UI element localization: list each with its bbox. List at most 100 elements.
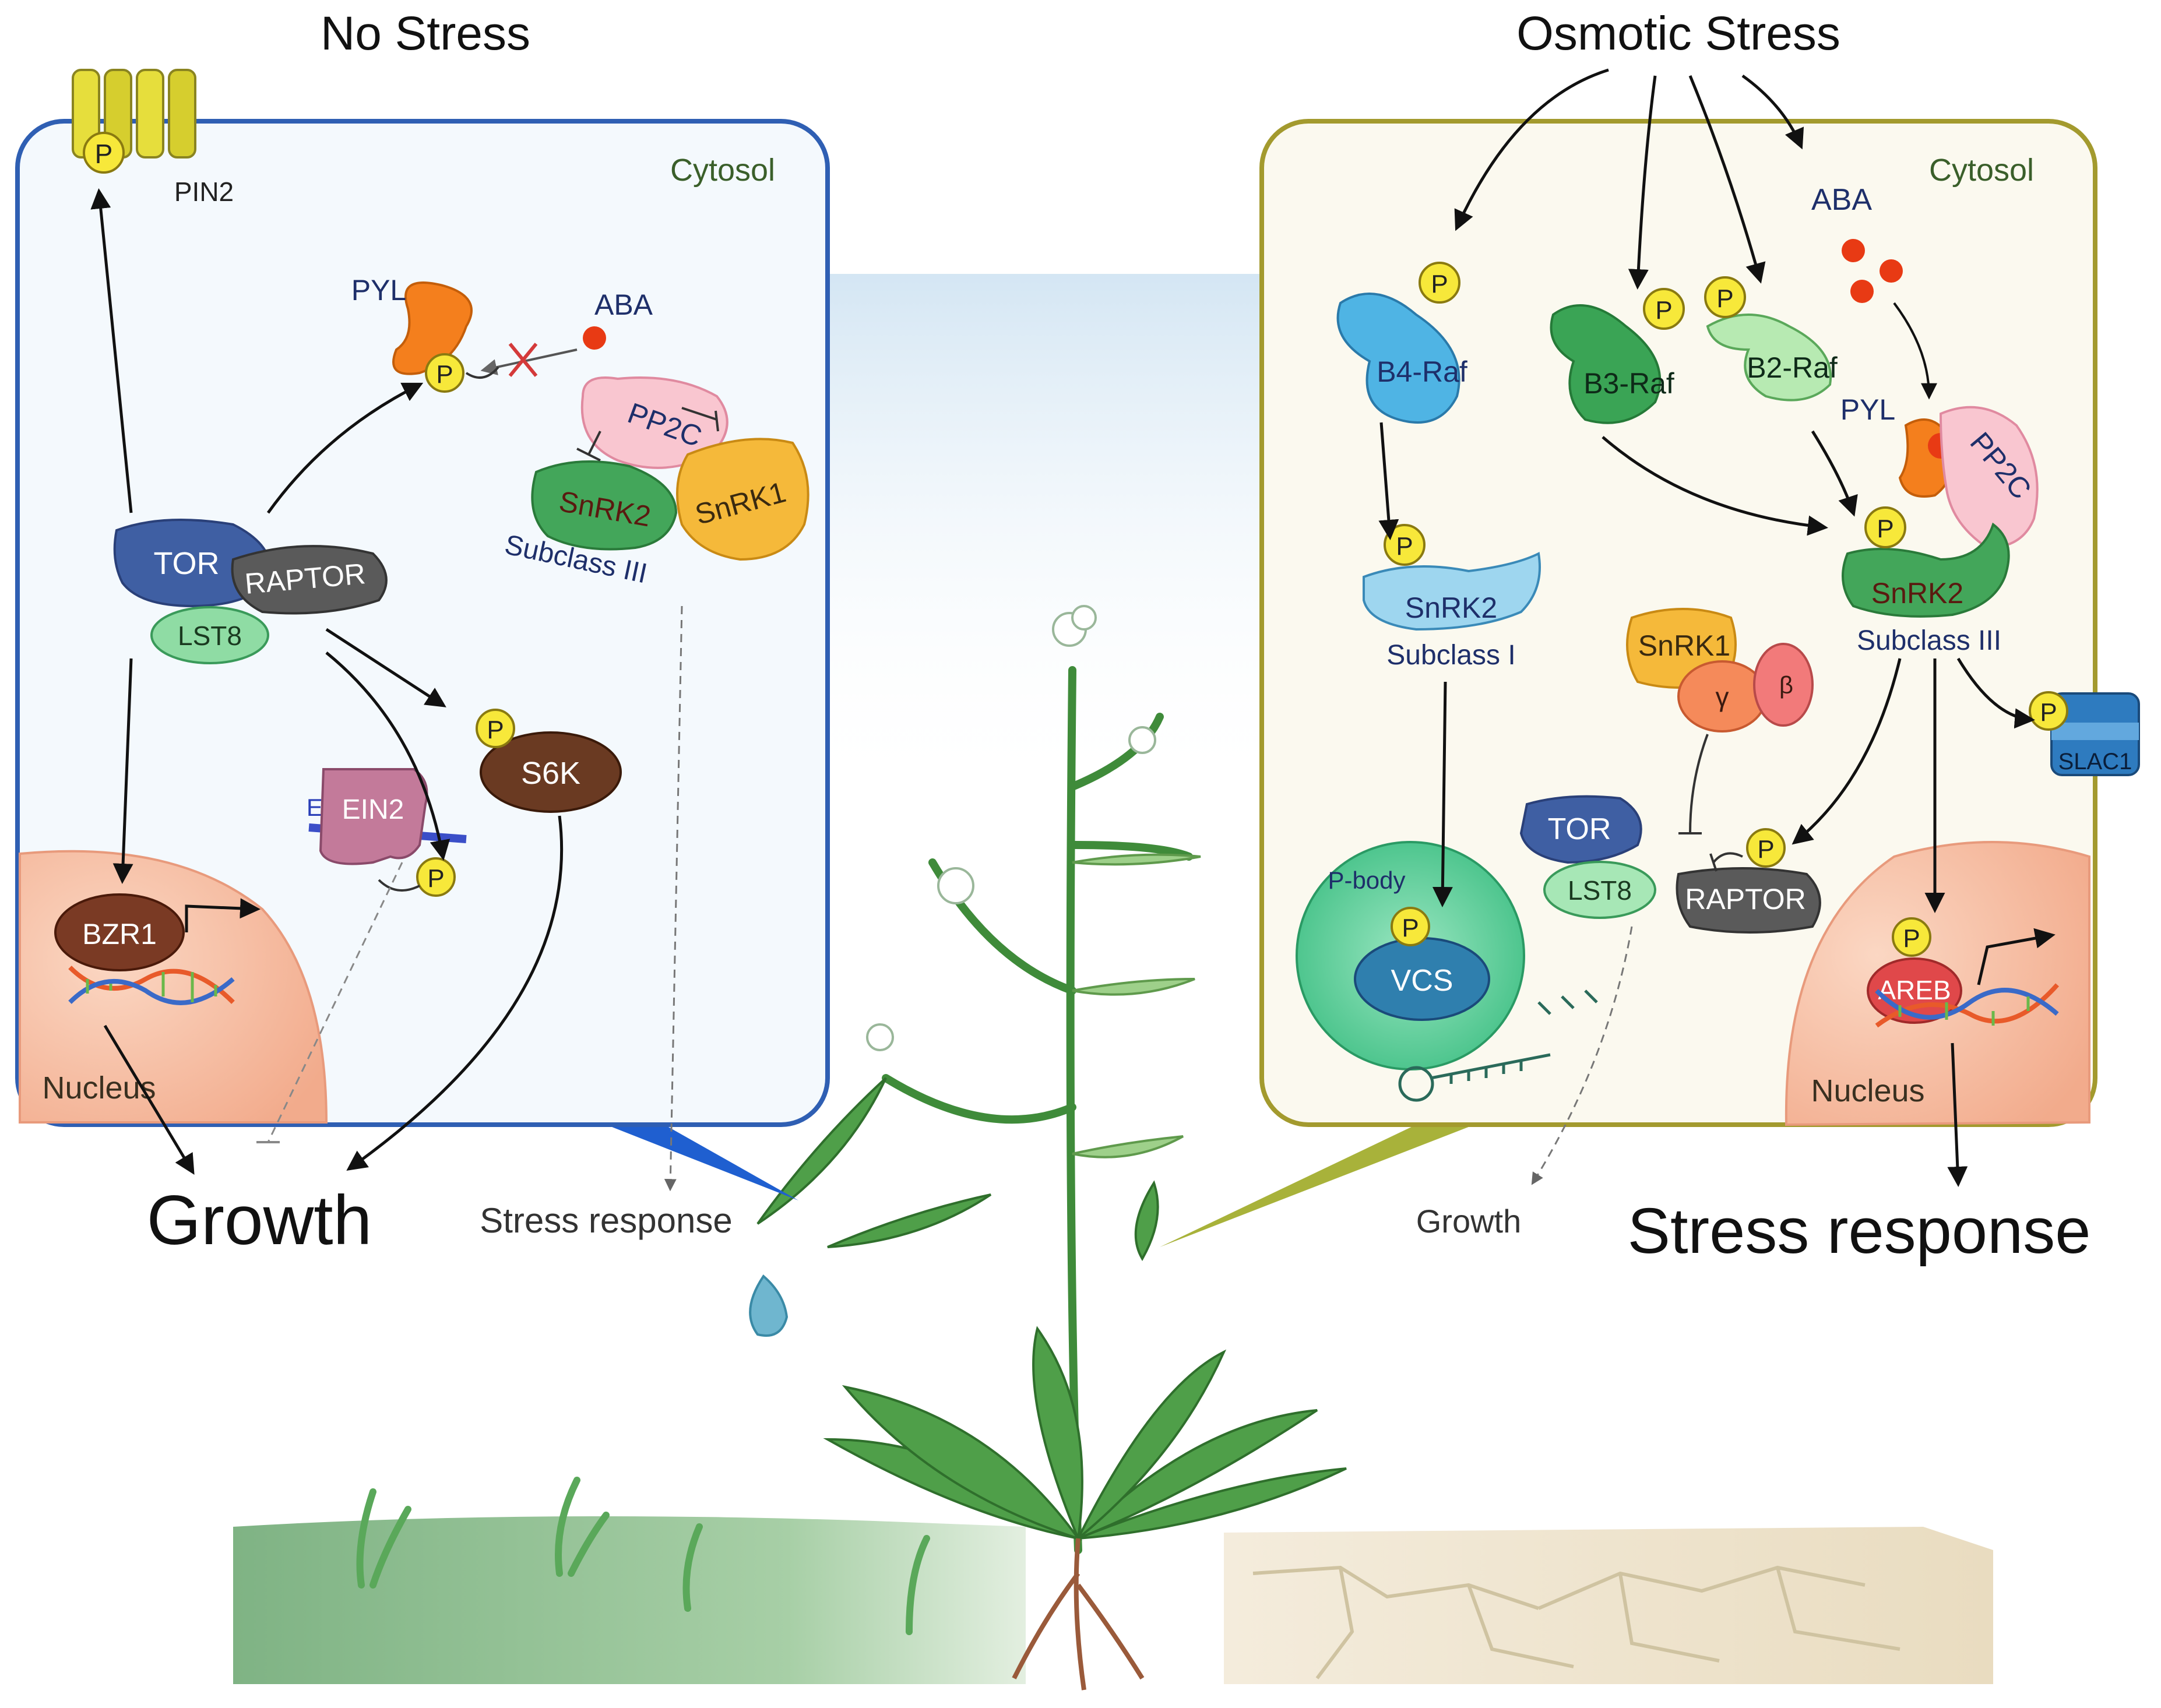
right-pathway-arrows	[1378, 422, 2035, 1187]
stress-to-b4raf-arrow	[1454, 68, 1609, 231]
p-body-label: P-body	[1328, 867, 1405, 894]
raptor-left	[231, 545, 388, 615]
right-nucleus-label: Nucleus	[1811, 1073, 1924, 1108]
output-stress-response-left: Stress response	[480, 1201, 733, 1240]
raptor-phosphate	[1746, 828, 1786, 868]
slac1-phosphate-label: P	[2040, 698, 2057, 727]
raptor-label-right: RAPTOR	[1685, 883, 1805, 915]
dna-helix-right	[1875, 983, 2059, 1028]
tor-label-left: TOR	[153, 546, 219, 581]
snrk1-beta-subunit	[1753, 643, 1814, 727]
stress-to-aba-arrow	[1741, 74, 1804, 150]
output-stress-response-right: Stress response	[1628, 1195, 2091, 1267]
dna-helix-left	[68, 966, 235, 1005]
left-pathway-arrows	[90, 188, 564, 1175]
aba-to-pyl-arrow	[480, 348, 578, 375]
bzr1-to-growth-arrow	[103, 1024, 195, 1175]
grass-blades	[356, 1477, 930, 1635]
b2-raf-phosphate	[1704, 276, 1746, 318]
snrk2-iii-phosphate-label: P	[1877, 515, 1893, 543]
ein2-label: EIN2	[342, 794, 404, 825]
b2-raf-label: B2-Raf	[1747, 351, 1838, 384]
snrk1-label-right: SnRK1	[1638, 629, 1730, 662]
right-panel-osmotic-stress: Cytosol Nucleus ABA B4-Raf P B3-Raf P	[1259, 68, 2140, 1187]
lst8-label-left: LST8	[178, 621, 242, 651]
slac1-label: SLAC1	[2058, 749, 2132, 774]
moist-soil-ground	[233, 1516, 1026, 1684]
lst8-left	[150, 606, 269, 664]
background-scene	[233, 274, 1993, 1691]
aba-label-right: ABA	[1811, 183, 1872, 217]
pyl-phosphate-label: P	[436, 360, 453, 389]
b3-raf-kinase	[1550, 304, 1662, 424]
left-inhibition-marks	[378, 366, 719, 892]
snrk2-i-phosphate-label: P	[1396, 532, 1413, 561]
snrk1-kinase-left	[676, 438, 810, 561]
b4-raf-phosphate	[1419, 262, 1460, 304]
beta-label: β	[1779, 671, 1793, 699]
lst8-label-right: LST8	[1568, 875, 1632, 906]
b2-raf-phosphate-label: P	[1716, 284, 1733, 313]
left-nucleus-label: Nucleus	[42, 1070, 156, 1105]
snrk2-iii-label: SnRK2	[1871, 577, 1963, 610]
areb-transcription-arrow	[1977, 928, 2056, 985]
s6k-to-growth-arrow	[346, 815, 564, 1171]
bzr1-transcription-factor	[54, 893, 185, 971]
tor-to-bzr1-arrow	[112, 658, 133, 884]
plant-roots	[1012, 1538, 1145, 1691]
pp2c-phosphatase-left	[580, 376, 728, 469]
b4-raf-label: B4-Raf	[1377, 355, 1467, 388]
output-growth-right: Growth	[1416, 1203, 1522, 1239]
bzr1-label: BZR1	[82, 918, 157, 950]
left-cell-boundary	[15, 119, 830, 1127]
raptor-right	[1676, 867, 1821, 934]
heading-no-stress: No Stress	[321, 7, 530, 60]
snrk2-subclass-i	[1363, 552, 1541, 631]
snrk2-iii-phosphate	[1864, 506, 1906, 548]
right-callout-wedge	[1160, 1125, 1474, 1247]
b4-raf-kinase	[1336, 293, 1460, 424]
subclass-i-label: Subclass I	[1386, 640, 1515, 671]
areb-to-stress-response-arrow	[1947, 1043, 1968, 1187]
pin2-phosphate-label: P	[95, 139, 113, 169]
s6k-phosphate-label: P	[487, 716, 504, 744]
output-growth-left: Growth	[147, 1181, 372, 1259]
stress-to-b2raf-arrow	[1688, 75, 1766, 284]
heading-osmotic-stress: Osmotic Stress	[1516, 7, 1840, 60]
b3-raf-phosphate-label: P	[1655, 296, 1672, 325]
aba-to-pyl-arrow-right	[1893, 302, 1937, 400]
s6k-phosphate	[476, 709, 515, 748]
areb-phosphate	[1892, 917, 1931, 957]
b3-raf-label: B3-Raf	[1583, 367, 1674, 400]
snrk2iii-to-raptor-arrow	[1792, 658, 1902, 845]
aba-label-left: ABA	[594, 288, 653, 321]
right-cytosol-label: Cytosol	[1929, 153, 2034, 188]
b4raf-to-snrk2i-arrow	[1378, 422, 1399, 540]
stress-to-b3raf-arrow	[1628, 75, 1657, 290]
aba-molecule-left	[583, 326, 606, 350]
aba-molecules-right	[1842, 239, 1903, 303]
snrk2iii-to-slac1-arrow	[1956, 657, 2035, 729]
plant-leaves	[756, 1077, 1347, 1543]
ein2-phosphate-label: P	[427, 864, 444, 893]
left-callout-wedge	[606, 1125, 798, 1200]
pp2c-phosphatase-right	[1939, 406, 2039, 550]
lst8-right	[1543, 861, 1656, 919]
mrna-decay	[1398, 989, 1598, 1102]
water-drop	[749, 1274, 789, 1337]
ein2-protein	[319, 768, 428, 865]
b3raf-to-snrk2iii-arrow	[1602, 436, 1828, 536]
b2raf-to-snrk2iii-arrow	[1811, 430, 1858, 517]
tor-to-pin2-arrow	[90, 188, 133, 513]
pyl-label-left: PYL	[351, 274, 407, 307]
snrk2-i-label: SnRK2	[1405, 591, 1497, 624]
dry-cracked-soil	[1224, 1527, 1993, 1684]
tor-to-s6k-arrow	[325, 628, 446, 707]
pyl-phosphate	[425, 353, 464, 393]
right-inhibition-marks	[1678, 734, 1743, 872]
ein2-inhibits-growth-dashed	[267, 862, 403, 1143]
vcs-label: VCS	[1391, 964, 1453, 998]
stem-leaves	[1072, 853, 1201, 1158]
blocked-cross	[508, 343, 538, 377]
